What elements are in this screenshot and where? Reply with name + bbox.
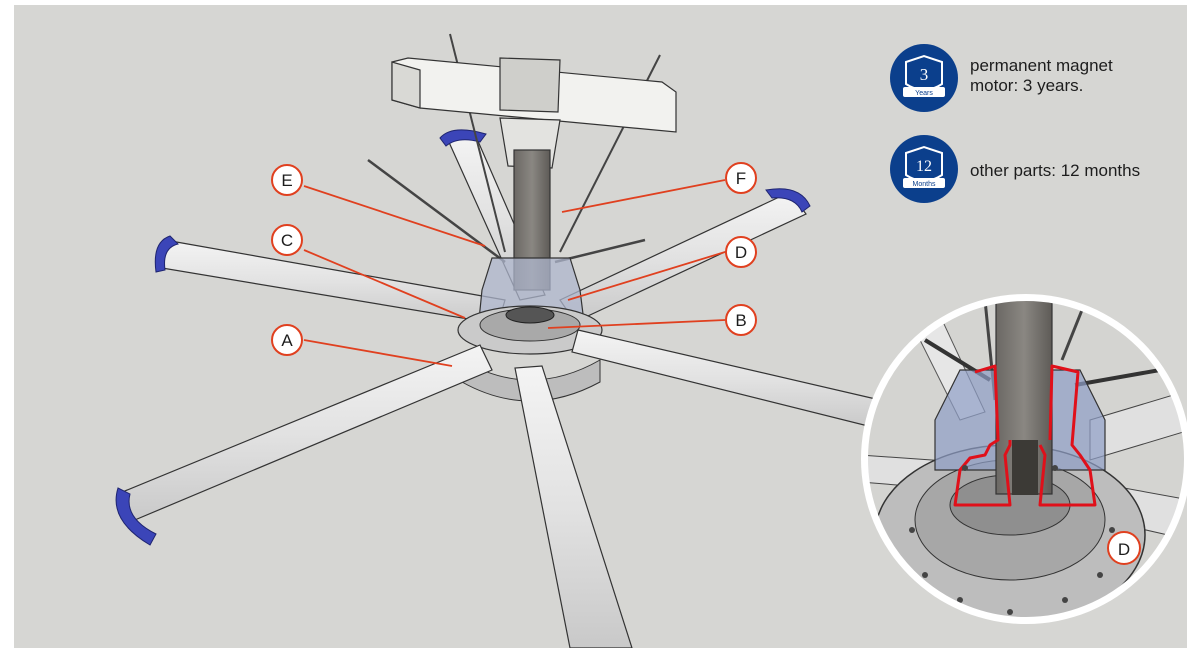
fan-blade-front-left xyxy=(115,344,493,546)
fan-blade-front-bottom xyxy=(514,365,633,648)
callout-d-label: D xyxy=(735,243,747,262)
warranty-unit-months: Months xyxy=(913,181,936,188)
callout-lines xyxy=(303,179,726,367)
detail-callout-d-label: D xyxy=(1118,540,1130,559)
warranty-number-3: 3 xyxy=(920,65,929,84)
callout-f: F xyxy=(725,162,757,194)
warranty-text-line1: permanent magnet xyxy=(970,56,1113,75)
callout-e: E xyxy=(271,164,303,196)
callout-f-label: F xyxy=(736,169,746,188)
detail-view-d: D xyxy=(861,294,1187,624)
warranty-item-parts: 12 Months other parts: 12 months xyxy=(890,135,1140,203)
callout-d: D xyxy=(725,236,757,268)
callout-b-label: B xyxy=(735,311,746,330)
motor-housing xyxy=(457,257,603,402)
warranty-text-parts: other parts: 12 months xyxy=(970,161,1140,180)
warranty-item-motor: 3 Years permanent magnet motor: 3 years. xyxy=(890,44,1113,112)
detail-callout-d xyxy=(1107,531,1141,565)
warranty-number-12: 12 xyxy=(916,158,932,175)
shield-badge-icon: 3 Years xyxy=(903,54,945,97)
callout-e-label: E xyxy=(281,171,292,190)
shield-badge-icon: 12 Months xyxy=(903,145,945,188)
callout-a-label: A xyxy=(281,331,293,350)
warranty-text-line2: motor: 3 years. xyxy=(970,76,1083,95)
callout-b: B xyxy=(725,304,757,336)
callout-a: A xyxy=(271,324,303,356)
warranty-unit-years: Years xyxy=(915,90,933,97)
callout-c: C xyxy=(271,224,303,256)
callout-c-label: C xyxy=(281,231,293,250)
